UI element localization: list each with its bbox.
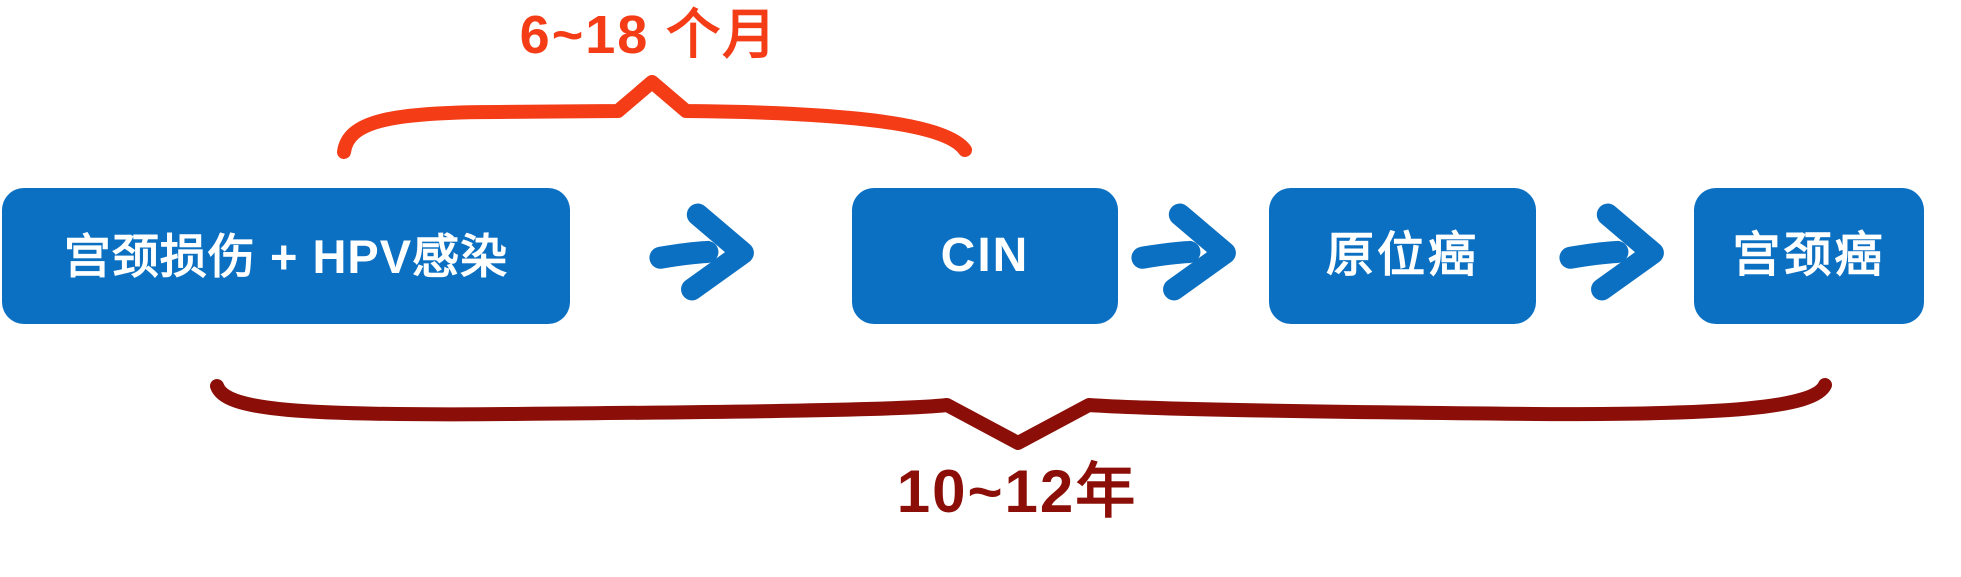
arrow-right-icon — [649, 203, 754, 301]
flow-node-cin: CIN — [852, 188, 1118, 324]
arrow-head — [681, 203, 754, 301]
arrow-shaft — [1559, 240, 1629, 269]
flow-node-label: CIN — [940, 229, 1030, 282]
top-duration-label: 6~18 个月 — [519, 5, 779, 65]
curly-brace-bottom-icon — [210, 378, 1832, 450]
flow-node-carcinoma-in-situ: 原位癌 — [1269, 188, 1536, 324]
arrow-shaft — [1131, 240, 1201, 269]
curly-brace-top-icon — [337, 75, 972, 159]
curly-brace-top-path — [337, 75, 972, 159]
arrow-right-icon — [1131, 203, 1236, 301]
flow-node-cervical-cancer: 宫颈癌 — [1694, 188, 1924, 324]
arrow-right-icon — [1559, 203, 1664, 301]
flow-node-label: 原位癌 — [1325, 229, 1479, 282]
arrow-head — [1591, 203, 1664, 301]
flow-node-label: 宫颈损伤 + HPV感染 — [63, 229, 509, 283]
bottom-duration-label: 10~12年 — [896, 458, 1138, 525]
flow-node-injury-hpv: 宫颈损伤 + HPV感染 — [2, 188, 570, 324]
curly-brace-bottom-path — [210, 378, 1832, 450]
arrow-shaft — [649, 240, 719, 269]
flow-node-label: 宫颈癌 — [1732, 229, 1886, 282]
arrow-head — [1163, 203, 1236, 301]
